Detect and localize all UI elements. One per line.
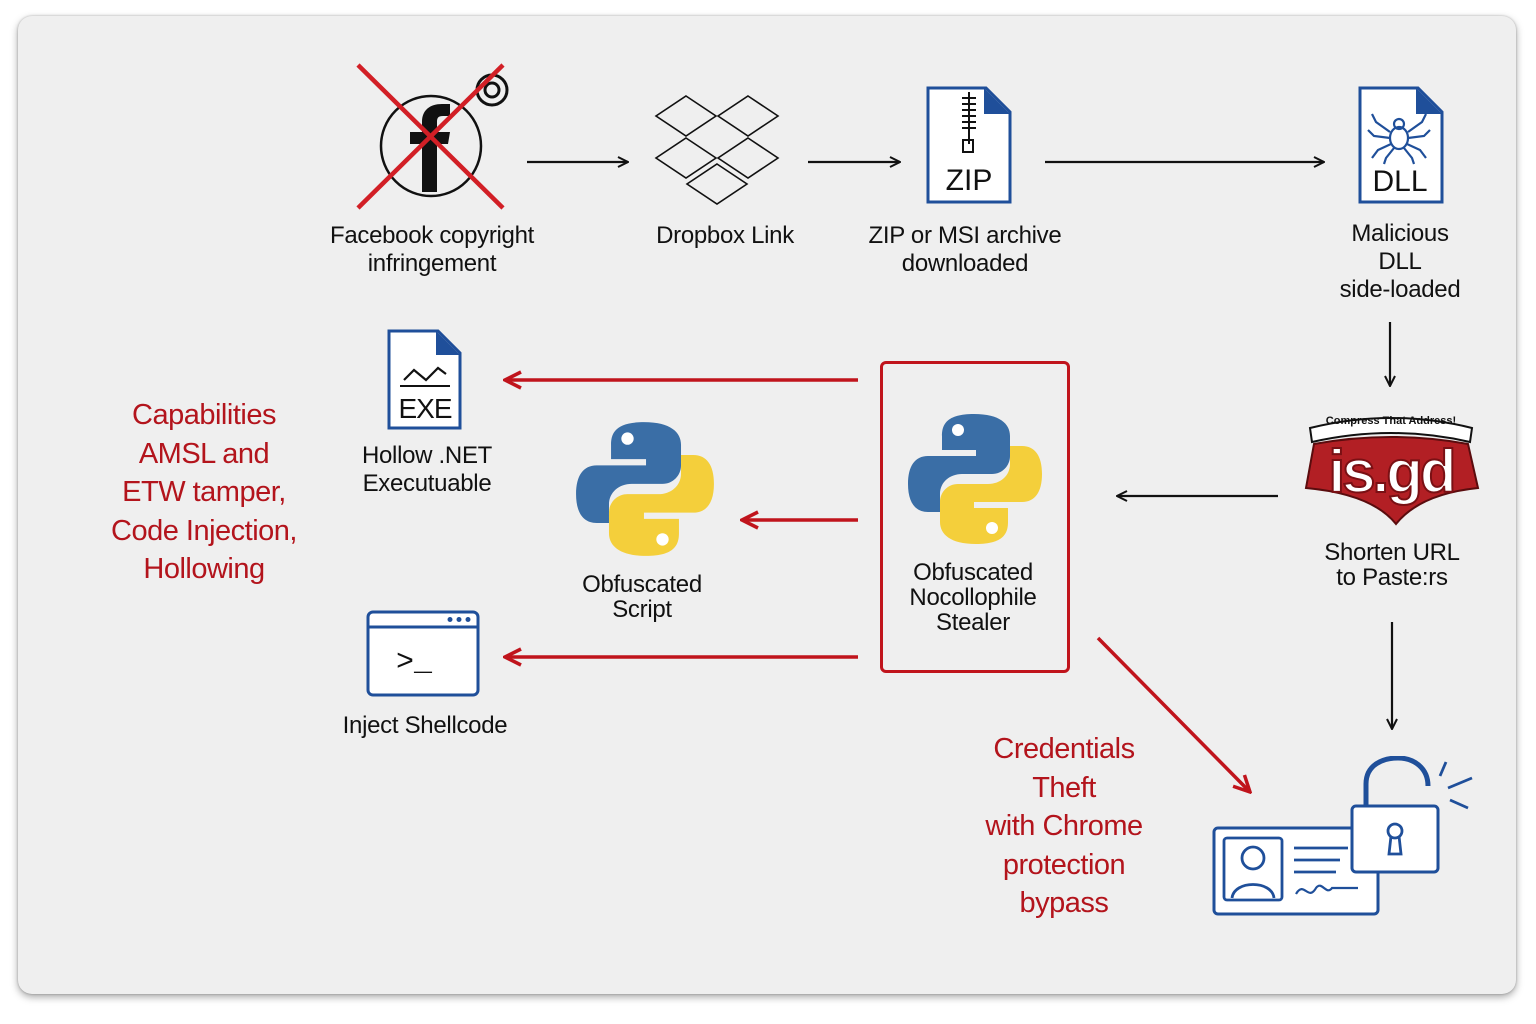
facebook-crossed-icon [356, 63, 509, 210]
terminal-prompt-text: >_ [396, 646, 433, 680]
python-logo-icon [576, 422, 714, 556]
isgd-logo-text: is.gd [1328, 438, 1453, 505]
exe-file-icon: EXE [387, 329, 462, 430]
stealer-highlight-box [880, 361, 1070, 673]
shellcode-label: Inject Shellcode [342, 712, 508, 739]
script-label: Obfuscated Script [582, 571, 702, 623]
zip-icon-text: ZIP [946, 164, 993, 197]
isgd-label: Shorten URL to Paste:rs [1324, 539, 1460, 591]
exe-icon-text: EXE [398, 393, 451, 424]
arrow-stealer-to-credentials [1096, 636, 1250, 792]
python-logo-icon [908, 414, 1042, 544]
credentials-theft-annotation: Credentials Theft with Chrome protection… [985, 733, 1143, 919]
isgd-logo: Compress That Address! is.gd [1300, 408, 1482, 526]
dll-file-icon: DLL [1358, 86, 1444, 204]
zip-file-icon: ZIP [926, 86, 1012, 204]
spider-icon [1367, 113, 1431, 165]
isgd-tagline: Compress That Address! [1326, 415, 1456, 427]
dll-label: Malicious DLL side-loaded [1339, 220, 1461, 303]
dll-icon-text: DLL [1372, 165, 1427, 198]
stealer-label: Obfuscated Nocollophile Stealer [909, 559, 1037, 636]
dropbox-icon [654, 95, 780, 205]
terminal-icon: >_ [366, 610, 480, 697]
id-card-unlocked-icon [1212, 756, 1473, 916]
exe-label: Hollow .NET Executuable [361, 442, 493, 497]
facebook-label: Facebook copyright infringement [329, 222, 535, 277]
archive-label: ZIP or MSI archive downloaded [868, 222, 1062, 277]
dropbox-label: Dropbox Link [656, 222, 794, 249]
capabilities-annotation: Capabilities AMSL and ETW tamper, Code I… [111, 399, 297, 585]
